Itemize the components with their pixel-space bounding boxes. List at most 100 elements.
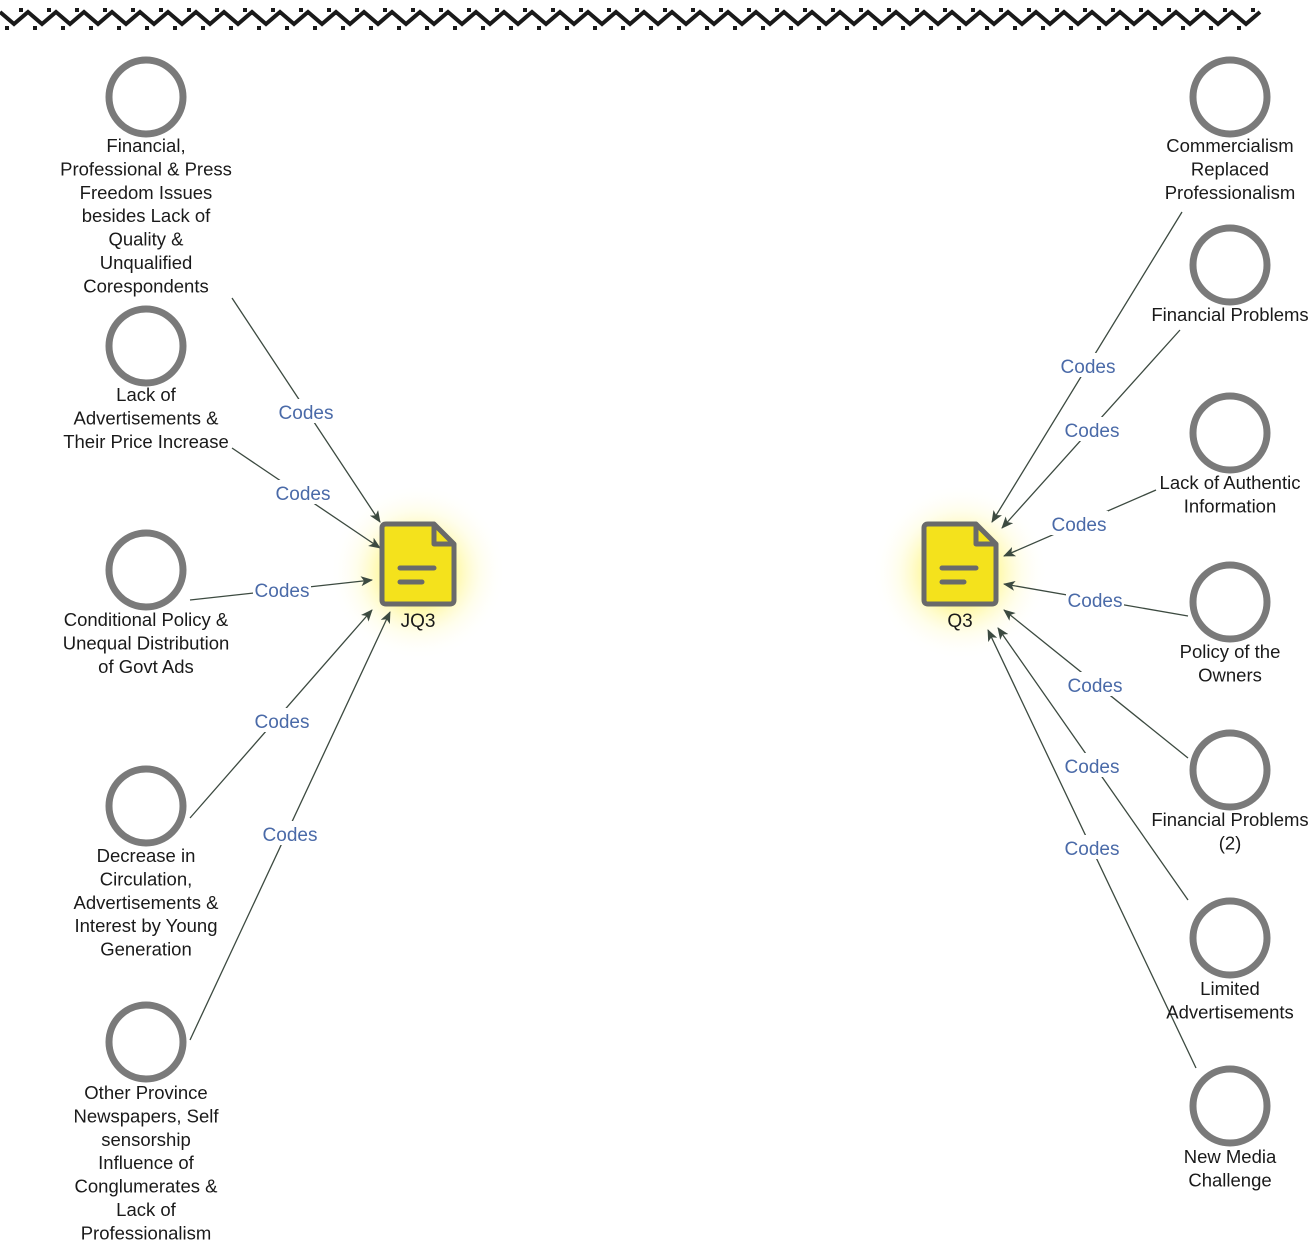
code-circle-icon: [1189, 729, 1271, 811]
code-circle-icon: [1189, 224, 1271, 306]
document-node-q3[interactable]: Q3: [921, 521, 999, 632]
border-dot: [5, 26, 9, 30]
code-circle-icon: [105, 529, 187, 611]
relation-label: Codes: [1052, 515, 1107, 536]
border-dot: [103, 8, 107, 12]
document-icon: [379, 521, 457, 607]
relation-label-bg: [274, 480, 332, 504]
border-dot: [89, 26, 93, 30]
border-dot: [1013, 26, 1017, 30]
border-dot: [957, 26, 961, 30]
code-circle-icon: [105, 1001, 187, 1083]
border-dot: [859, 8, 863, 12]
border-dot: [285, 26, 289, 30]
relation-label: Codes: [1065, 839, 1120, 860]
relation-label-bg: [253, 708, 311, 732]
border-dot: [1251, 8, 1255, 12]
document-label: Q3: [947, 611, 972, 632]
border-dot: [1027, 8, 1031, 12]
code-circle-icon: [105, 305, 187, 387]
code-node-label: Financial Problems(2): [1151, 809, 1308, 853]
border-dot: [733, 26, 737, 30]
code-circle-icon: [1189, 392, 1271, 474]
decorative-top-border: [0, 8, 1262, 30]
border-dot: [719, 8, 723, 12]
relation-label: Codes: [1068, 591, 1123, 612]
border-dot: [369, 26, 373, 30]
code-circle-icon: [105, 56, 187, 138]
relation-label-bg: [1050, 511, 1108, 535]
relation-label-bg: [1063, 835, 1121, 859]
border-dot: [411, 8, 415, 12]
relation-label-bg: [1066, 587, 1124, 611]
document-nodes: JQ3 Q3: [379, 521, 999, 632]
border-dot: [131, 8, 135, 12]
border-dot: [887, 8, 891, 12]
border-dot: [1069, 26, 1073, 30]
border-dot: [971, 8, 975, 12]
document-node-jq3[interactable]: JQ3: [379, 521, 457, 632]
border-dot: [1083, 8, 1087, 12]
relation-label: Codes: [263, 825, 318, 846]
border-dot: [901, 26, 905, 30]
border-dot: [61, 26, 65, 30]
relation-label-bg: [261, 821, 319, 845]
border-dot: [1195, 8, 1199, 12]
border-dot: [1097, 26, 1101, 30]
border-dot: [985, 26, 989, 30]
border-dot: [383, 8, 387, 12]
code-node[interactable]: Conditional Policy &Unequal Distribution…: [63, 529, 230, 677]
border-dot: [873, 26, 877, 30]
border-dot: [677, 26, 681, 30]
border-dot: [299, 8, 303, 12]
border-dot: [467, 8, 471, 12]
code-circle-icon: [1189, 1065, 1271, 1147]
code-node[interactable]: Financial Problems(2): [1151, 729, 1309, 853]
border-dot: [523, 8, 527, 12]
border-dot: [565, 26, 569, 30]
relation-label-bg: [253, 577, 311, 601]
code-node[interactable]: Financial Problems: [1151, 224, 1309, 325]
relation-label: Codes: [255, 712, 310, 733]
border-dot: [1153, 26, 1157, 30]
border-dot: [621, 26, 625, 30]
border-dot: [341, 26, 345, 30]
relation-edges: [189, 211, 1197, 1069]
border-dot: [943, 8, 947, 12]
border-dot: [481, 26, 485, 30]
border-dot: [159, 8, 163, 12]
border-dot: [397, 26, 401, 30]
document-icon: [921, 521, 999, 607]
border-dot: [775, 8, 779, 12]
border-dot: [593, 26, 597, 30]
document-fold: [431, 524, 454, 547]
border-dot: [761, 26, 765, 30]
border-zigzag: [0, 9, 1262, 27]
border-dot: [313, 26, 317, 30]
document-label: JQ3: [401, 611, 436, 632]
border-dot: [999, 8, 1003, 12]
border-dot: [551, 8, 555, 12]
border-dot: [747, 8, 751, 12]
border-dot: [803, 8, 807, 12]
document-fold: [973, 524, 996, 547]
border-dot: [845, 26, 849, 30]
border-dot: [201, 26, 205, 30]
